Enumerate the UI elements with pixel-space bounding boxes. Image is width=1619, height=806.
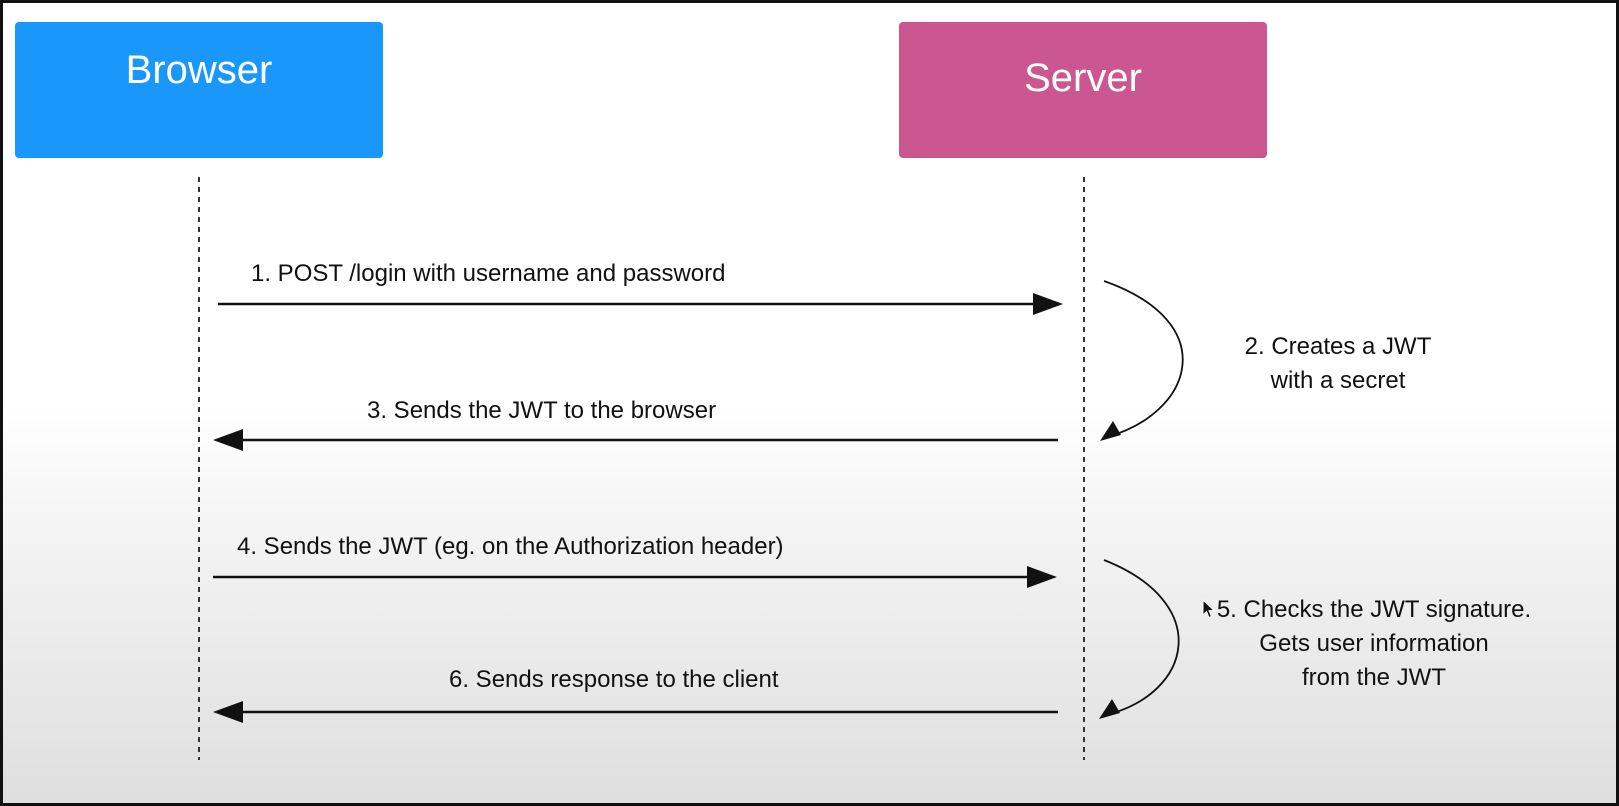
diagram-canvas bbox=[198, 177, 1184, 760]
message-arrow-1 bbox=[218, 293, 1063, 315]
message-label-4: 4. Sends the JWT (eg. on the Authorizati… bbox=[237, 533, 784, 560]
note-5-line-3: from the JWT bbox=[1301, 664, 1446, 691]
arrowhead-right bbox=[1033, 293, 1063, 315]
arrowhead-left bbox=[213, 429, 243, 451]
arrowhead-left bbox=[213, 701, 243, 723]
note-2-line-1: 2. Creates a JWT bbox=[1244, 333, 1432, 360]
note-2-line-2: with a secret bbox=[1270, 367, 1406, 394]
self-arrow-2 bbox=[1100, 280, 1184, 441]
note-5-line-1: 5. Checks the JWT signature. bbox=[1216, 596, 1532, 623]
note-5: 5. Checks the JWT signature. Gets user i… bbox=[1169, 593, 1579, 695]
curved-arrowhead bbox=[1100, 421, 1121, 441]
message-label-1: 1. POST /login with username and passwor… bbox=[251, 260, 726, 287]
mouse-cursor-icon bbox=[1202, 598, 1216, 624]
note-2: 2. Creates a JWT with a secret bbox=[1203, 330, 1473, 398]
browser-actor-label: Browser bbox=[125, 47, 273, 92]
arrowhead-right bbox=[1027, 566, 1057, 588]
server-actor-box: Server bbox=[899, 22, 1267, 158]
message-arrow-3 bbox=[213, 429, 1058, 451]
message-arrow-4 bbox=[213, 566, 1057, 588]
curved-arrowhead bbox=[1099, 699, 1120, 719]
browser-actor-box: Browser bbox=[15, 22, 383, 158]
message-label-3: 3. Sends the JWT to the browser bbox=[367, 397, 717, 424]
self-arrow-5 bbox=[1099, 559, 1180, 719]
note-5-line-2: Gets user information bbox=[1259, 630, 1489, 657]
message-label-6: 6. Sends response to the client bbox=[449, 666, 779, 693]
message-arrow-6 bbox=[213, 701, 1058, 723]
server-actor-label: Server bbox=[1024, 55, 1142, 100]
